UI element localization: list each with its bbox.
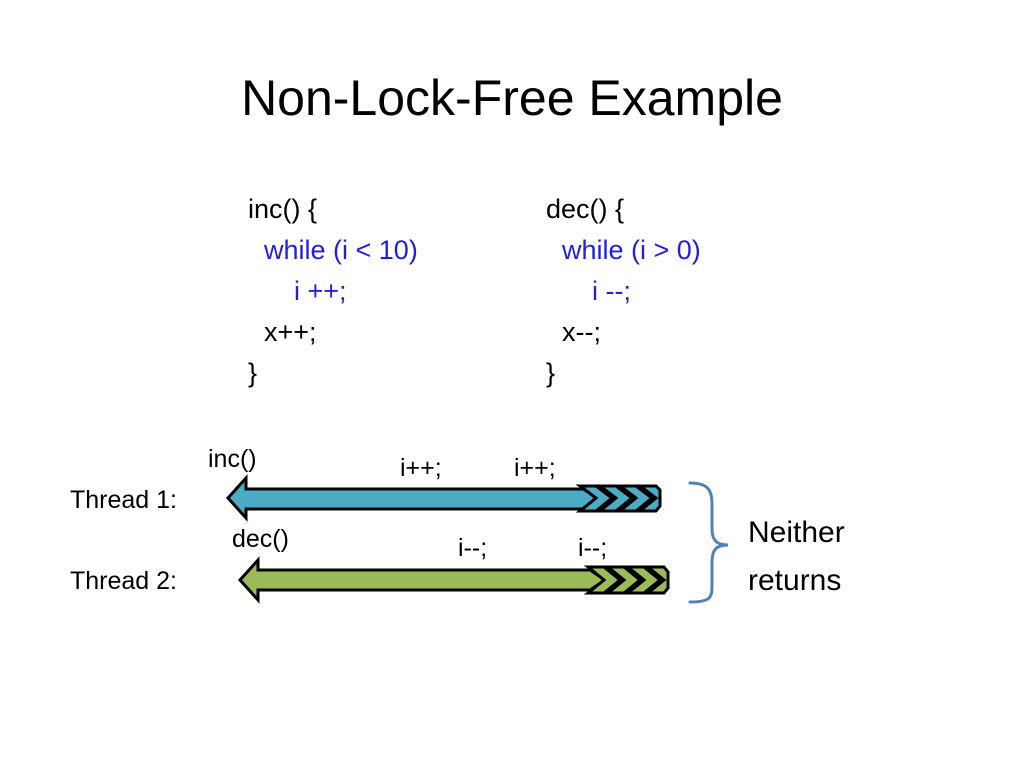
thread1-arrow-body — [225, 474, 601, 522]
neither-returns-note: Neither returns — [748, 516, 845, 597]
thread1-call-label: inc() — [208, 445, 257, 473]
thread1-chevron-1 — [575, 484, 615, 513]
thread2-timeline-arrow — [237, 556, 670, 604]
thread2-chevron-3 — [623, 565, 663, 595]
inc-header-line: inc() { — [248, 194, 318, 224]
thread2-label: Thread 2: — [70, 567, 178, 595]
thread1-op-label: i++; — [400, 454, 442, 482]
thread2-call-label: dec() — [232, 525, 289, 553]
inc-code-block: inc() { while (i < 10) i ++; x++; } — [248, 189, 418, 394]
thread2-op-label: i--; — [458, 534, 488, 562]
inc-while-line: while (i < 10) — [264, 235, 418, 265]
inc-loop-body-line: i ++; — [294, 276, 347, 306]
thread1-chevron-4 — [635, 484, 662, 513]
grouping-curly-brace — [688, 481, 729, 604]
thread2-chevron-1 — [583, 565, 623, 595]
inc-x-increment-line: x++; — [264, 317, 317, 347]
dec-close-brace-line: } — [546, 358, 556, 388]
thread1-timeline-arrow — [225, 474, 662, 522]
dec-x-decrement-line: x--; — [562, 317, 601, 347]
slide-title: Non-Lock-Free Example — [241, 70, 783, 126]
dec-code-block: dec() { while (i > 0) i --; x--; } — [546, 189, 701, 394]
inc-close-brace-line: } — [248, 358, 258, 388]
thread2-op-label: i--; — [578, 534, 608, 562]
thread1-chevron-2 — [595, 484, 635, 513]
dec-loop-body-line: i --; — [592, 276, 631, 306]
thread1-chevron-3 — [615, 484, 655, 513]
thread1-label: Thread 1: — [70, 486, 178, 514]
thread2-chevron-2 — [603, 565, 643, 595]
dec-header-line: dec() { — [546, 194, 625, 224]
dec-while-line: while (i > 0) — [562, 235, 701, 265]
thread2-arrow-body — [237, 556, 608, 604]
thread2-chevron-4 — [643, 565, 670, 595]
thread1-op-label: i++; — [514, 454, 556, 482]
